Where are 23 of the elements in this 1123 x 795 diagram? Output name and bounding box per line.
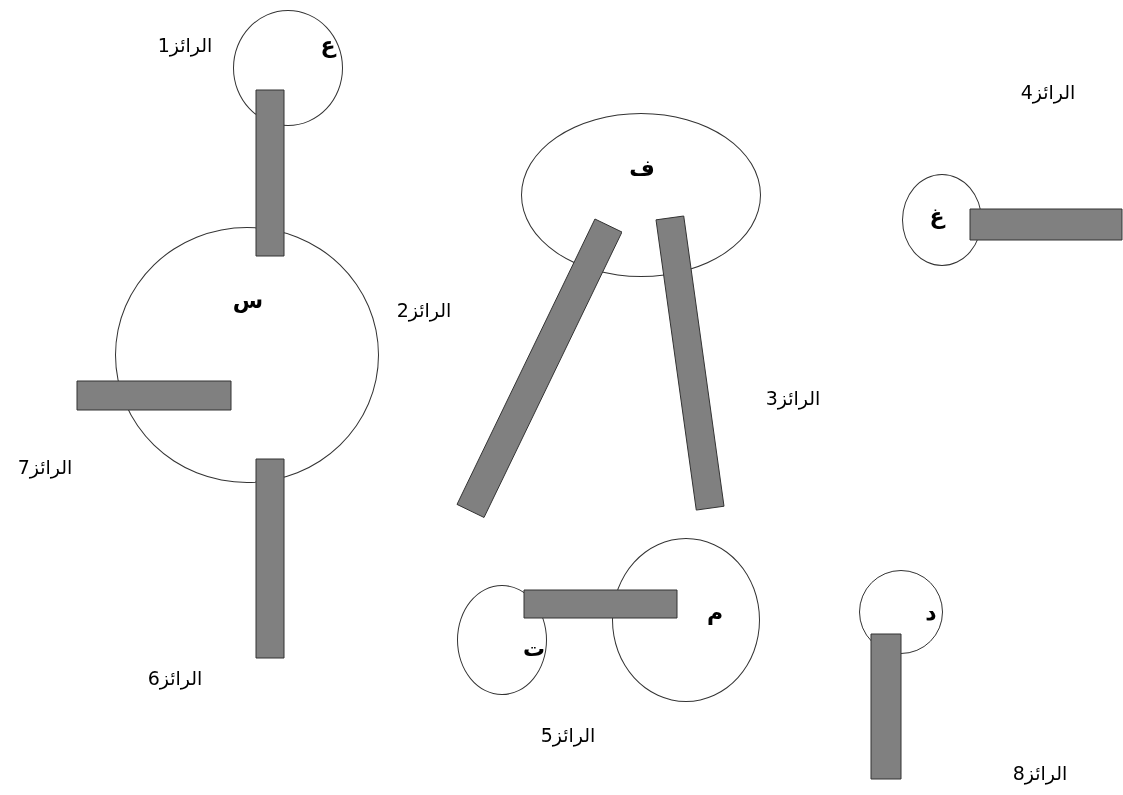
bar-shape [255,89,285,257]
circle-letter: س [232,290,264,312]
bar-shape [455,217,623,519]
circle-letter: ت [522,638,546,660]
probe-label: الرائز2 [396,300,452,320]
probe-label: الرائز7 [17,457,73,477]
probe-label: الرائز6 [147,668,203,688]
probe-label: الرائز1 [157,35,213,55]
bar-shape [969,207,1123,241]
circle-letter: د [925,602,937,624]
circle-letter: م [706,602,724,624]
circle-letter: ع [320,35,336,57]
bar-shape [655,214,725,511]
probe-label: الرائز5 [540,725,596,745]
circle-letter: غ [929,206,945,228]
bar-shape [76,379,232,411]
probe-label: الرائز4 [1020,82,1076,102]
probe-label: الرائز8 [1012,763,1068,783]
probe-label: الرائز3 [765,388,821,408]
bar-shape [255,457,285,659]
circle-letter: ف [629,158,655,180]
bar-shape [870,632,902,780]
bar-shape [522,589,678,619]
